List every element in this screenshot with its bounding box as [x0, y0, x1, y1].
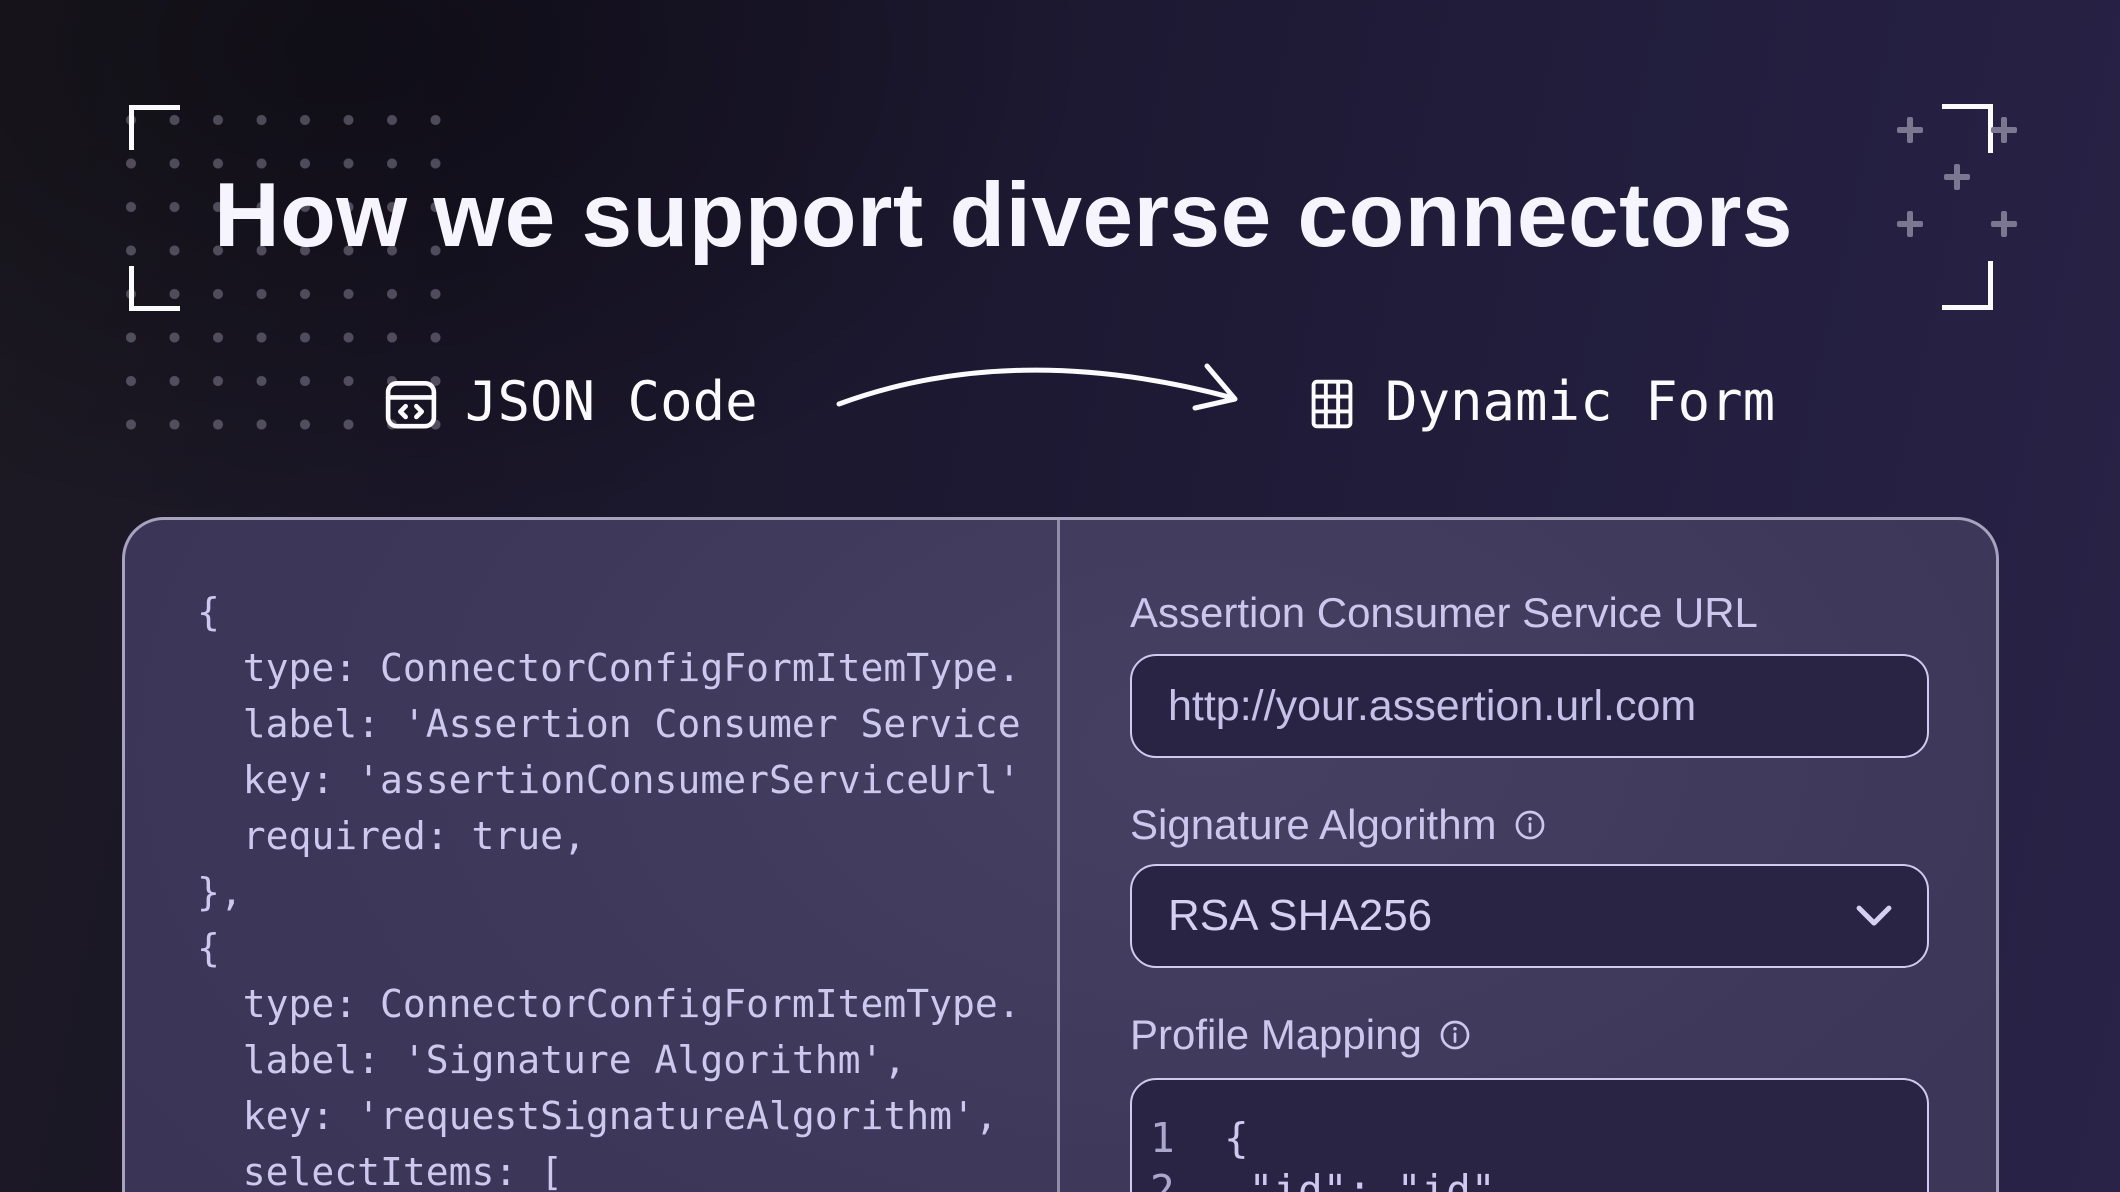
- acs-url-input[interactable]: [1130, 654, 1929, 758]
- code-line: key: 'requestSignatureAlgorithm',: [197, 1094, 998, 1138]
- code-line: },: [197, 870, 243, 914]
- profile-mapping-label: Profile Mapping: [1130, 1011, 1422, 1058]
- info-icon[interactable]: [1438, 1018, 1472, 1052]
- info-icon[interactable]: [1513, 808, 1547, 842]
- editor-line: 1 {: [1150, 1112, 1927, 1164]
- plus-sparkle-icon: [1944, 164, 1970, 190]
- flow-source-label: JSON Code: [465, 370, 758, 433]
- code-line: type: ConnectorConfigFormItemType.: [197, 982, 1021, 1026]
- page-title: How we support diverse connectors: [214, 165, 1794, 266]
- title-bracket-left-top: [129, 105, 180, 150]
- title-bracket-left-bottom: [129, 266, 180, 311]
- plus-sparkle-icon: [1991, 117, 2017, 143]
- title-bracket-right-bottom: [1942, 261, 1993, 310]
- code-line: label: 'Signature Algorithm',: [197, 1038, 907, 1082]
- editor-line: 2 "id": "id": [1150, 1164, 1927, 1192]
- plus-sparkle-icon: [1991, 211, 2017, 237]
- code-line: required: true,: [197, 814, 586, 858]
- line-number: 2: [1150, 1166, 1175, 1192]
- line-code: "id": "id": [1224, 1166, 1496, 1192]
- profile-mapping-editor[interactable]: 1 { 2 "id": "id": [1130, 1078, 1929, 1192]
- chevron-down-icon: [1855, 905, 1893, 927]
- dynamic-form-panel: Assertion Consumer Service URL Signature…: [1060, 520, 1996, 1192]
- code-window-icon: [381, 377, 441, 433]
- plus-sparkle-icon: [1897, 211, 1923, 237]
- panel-divider: [1057, 520, 1060, 1192]
- grid-icon: [1306, 375, 1358, 433]
- title-bracket-right-top: [1942, 104, 1993, 153]
- flow-target-label: Dynamic Form: [1385, 370, 1776, 433]
- line-code: {: [1224, 1114, 1249, 1162]
- code-line: selectItems: [: [197, 1150, 564, 1192]
- signature-algorithm-select[interactable]: RSA SHA256: [1130, 864, 1929, 968]
- code-line: {: [197, 590, 220, 634]
- plus-sparkle-icon: [1897, 117, 1923, 143]
- json-code-panel: { type: ConnectorConfigFormItemType. lab…: [125, 520, 1057, 1192]
- signature-algorithm-label: Signature Algorithm: [1130, 801, 1497, 848]
- acs-url-label: Assertion Consumer Service URL: [1130, 589, 1758, 636]
- signature-algorithm-value: RSA SHA256: [1168, 891, 1433, 940]
- connector-card: { type: ConnectorConfigFormItemType. lab…: [122, 517, 1999, 1192]
- line-number: 1: [1150, 1114, 1175, 1162]
- flow-arrow-icon: [833, 352, 1253, 430]
- code-line: label: 'Assertion Consumer Service: [197, 702, 1021, 746]
- code-line: {: [197, 926, 220, 970]
- code-line: type: ConnectorConfigFormItemType.: [197, 646, 1021, 690]
- code-line: key: 'assertionConsumerServiceUrl': [197, 758, 1021, 802]
